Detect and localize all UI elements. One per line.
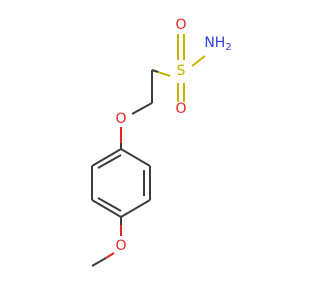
ring-double-3 — [97, 154, 122, 169]
atom-labels: S O O NH2 O O — [115, 17, 231, 254]
sulfur-label: S — [177, 63, 186, 79]
bonds — [91, 34, 206, 267]
o-methyl-bond-red — [105, 252, 115, 259]
ring-double-2 — [97, 197, 122, 212]
amine-label: NH2 — [204, 35, 231, 53]
methoxy-oxygen-label: O — [115, 238, 126, 254]
ether-oxygen-label: O — [115, 111, 126, 127]
structure-canvas: S O O NH2 O O — [91, 17, 232, 267]
ring-bond-6 — [91, 148, 122, 167]
molecule-diagram: S O O NH2 O O — [91, 17, 232, 267]
ethyl-to-o-bond — [131, 102, 153, 115]
s-n-bond — [191, 55, 206, 67]
sulfonyl-oxygen-top-label: O — [175, 17, 186, 33]
ring-bond-3 — [120, 199, 151, 218]
s-c-bond — [157, 71, 171, 77]
sulfonyl-oxygen-bottom-label: O — [175, 101, 186, 117]
o-methyl-bond-dark — [91, 257, 107, 267]
ring-bond-1 — [120, 148, 151, 167]
ring-bond-4 — [91, 199, 122, 218]
